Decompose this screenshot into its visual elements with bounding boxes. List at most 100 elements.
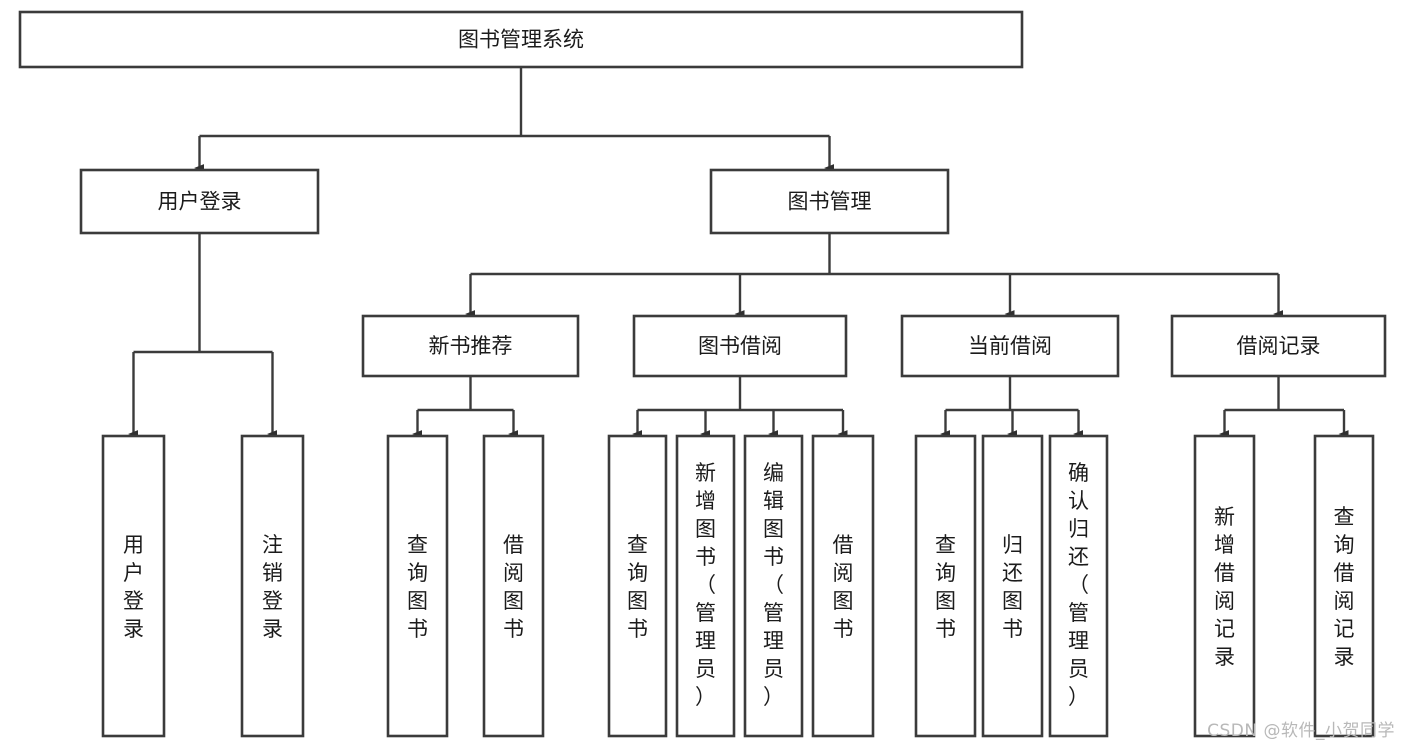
leaf-node-2-rect <box>386 434 449 738</box>
leaf-node-5-char: 增 <box>695 489 716 513</box>
leaf-node-5-char: ） <box>695 685 716 709</box>
leaf-node-6-char: 图 <box>763 517 784 541</box>
leaf-node-7-char: 阅 <box>833 561 854 585</box>
leaf-node-1-char: 注 <box>262 533 283 557</box>
leaf-node-2-char: 书 <box>407 617 428 641</box>
leaf-node-11-char: 新 <box>1214 505 1235 529</box>
leaf-node-12-char: 查 <box>1334 505 1355 529</box>
leaf-node-3-char: 书 <box>503 617 524 641</box>
leaf-node-10-char: 认 <box>1068 489 1089 513</box>
level2-node-0[interactable]: 用户登录 <box>79 168 320 235</box>
leaf-node-8-char: 图 <box>935 589 956 613</box>
level2-node-1-label: 图书管理 <box>788 190 872 214</box>
leaf-node-6-rect <box>743 434 804 738</box>
level3-node-2[interactable]: 当前借阅 <box>900 314 1120 378</box>
leaf-node-9-char: 图 <box>1002 589 1023 613</box>
leaf-node-4-char: 书 <box>627 617 648 641</box>
level3-node-2-rect <box>900 314 1120 378</box>
level2-node-0-label: 用户登录 <box>158 190 242 214</box>
leaf-node-3-char: 借 <box>503 533 524 557</box>
leaf-node-10-char: 确 <box>1068 461 1089 485</box>
leaf-node-7-rect <box>811 434 875 738</box>
leaf-node-8-rect <box>914 434 977 738</box>
leaf-node-6-char: 编 <box>763 461 784 485</box>
leaf-node-12-rect <box>1313 434 1375 738</box>
level2-node-1[interactable]: 图书管理 <box>709 168 950 235</box>
leaf-node-6-char: 书 <box>763 545 784 569</box>
level3-node-1[interactable]: 图书借阅 <box>632 314 848 378</box>
root-node-book-management-system-label: 图书管理系统 <box>458 28 584 52</box>
leaf-node-11-char: 阅 <box>1214 589 1235 613</box>
leaf-node-11-char: 借 <box>1214 561 1235 585</box>
leaf-node-5-rect <box>675 434 736 738</box>
leaf-node-6-char: ） <box>763 685 784 709</box>
leaf-node-3-rect <box>482 434 545 738</box>
leaf-node-1-char: 录 <box>262 617 283 641</box>
leaf-node-6-char: 管 <box>763 601 784 625</box>
leaf-node-1-char: 销 <box>262 561 283 585</box>
root-node-book-management-system[interactable]: 图书管理系统 <box>18 10 1024 69</box>
leaf-node-2-char: 询 <box>407 561 428 585</box>
leaf-node-4-rect <box>607 434 668 738</box>
level3-node-3-label: 借阅记录 <box>1237 334 1321 358</box>
leaf-node-1-char: 登 <box>262 589 283 613</box>
leaf-node-10-char: 还 <box>1068 545 1089 569</box>
leaf-node-0-char: 户 <box>123 561 144 585</box>
root-node-book-management-system-rect <box>18 10 1024 69</box>
connector-lines <box>128 67 1349 438</box>
level3-node-1-label: 图书借阅 <box>698 334 782 358</box>
watermark-text: CSDN @软件_小贺同学 <box>1207 721 1395 741</box>
leaf-node-10-char: 管 <box>1068 601 1089 625</box>
leaf-node-9-char: 还 <box>1002 561 1023 585</box>
leaf-node-9-rect <box>981 434 1044 738</box>
level3-node-1-rect <box>632 314 848 378</box>
level3-node-0-rect <box>361 314 580 378</box>
leaf-node-5-char: 管 <box>695 601 716 625</box>
level3-node-3[interactable]: 借阅记录 <box>1170 314 1387 378</box>
leaf-node-6-char: （ <box>763 573 784 597</box>
leaf-node-5-char: 书 <box>695 545 716 569</box>
leaf-node-8-char: 书 <box>935 617 956 641</box>
leaf-node-8-char: 询 <box>935 561 956 585</box>
leaf-node-0-char: 录 <box>123 617 144 641</box>
level3-node-0[interactable]: 新书推荐 <box>361 314 580 378</box>
leaf-node-5-char: 图 <box>695 517 716 541</box>
leaf-node-9-char: 书 <box>1002 617 1023 641</box>
leaf-node-5-char: （ <box>695 573 716 597</box>
level3-node-2-label: 当前借阅 <box>968 334 1052 358</box>
leaf-node-10-char: 员 <box>1068 657 1089 681</box>
leaf-node-12-char: 阅 <box>1334 589 1355 613</box>
leaf-node-11-char: 录 <box>1214 645 1235 669</box>
leaf-node-4-char: 查 <box>627 533 648 557</box>
leaf-node-0[interactable]: 用户登录 <box>101 434 166 738</box>
leaf-node-0-char: 用 <box>123 533 144 557</box>
leaf-node-12-char: 记 <box>1334 617 1355 641</box>
leaf-node-0-rect <box>101 434 166 738</box>
leaf-node-5-char: 理 <box>695 629 716 653</box>
level2-node-1-rect <box>709 168 950 235</box>
leaf-node-7-char: 书 <box>833 617 854 641</box>
leaf-node-1-rect <box>240 434 305 738</box>
leaf-node-6-char: 员 <box>763 657 784 681</box>
leaf-node-2-char: 图 <box>407 589 428 613</box>
leaf-node-12-char: 询 <box>1334 533 1355 557</box>
leaf-node-11-char: 记 <box>1214 617 1235 641</box>
leaf-node-3-char: 阅 <box>503 561 524 585</box>
leaf-node-0-char: 登 <box>123 589 144 613</box>
leaf-node-2-char: 查 <box>407 533 428 557</box>
leaf-node-10-rect <box>1048 434 1109 738</box>
